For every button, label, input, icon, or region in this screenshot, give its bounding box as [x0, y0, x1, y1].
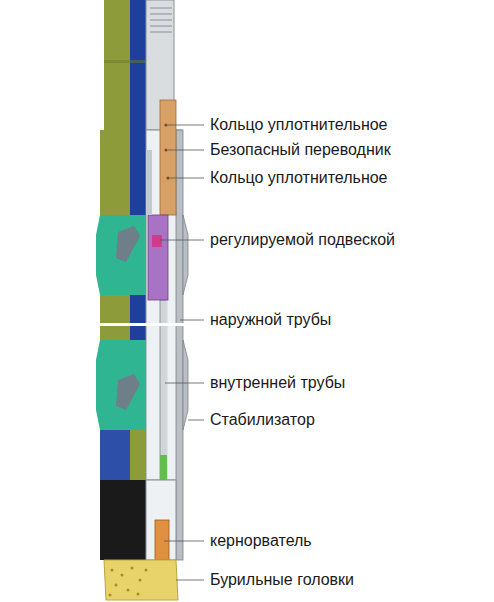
- outer-sub-blue: [130, 0, 146, 130]
- outer-tube-blue: [130, 130, 146, 215]
- part-label: Кольцо уплотнительное: [208, 169, 390, 187]
- part-label: Бурильные головки: [208, 571, 356, 589]
- stabilizer-edge: [183, 215, 188, 295]
- seal-ring: [164, 148, 167, 151]
- part-label: внутренней трубы: [208, 374, 347, 392]
- outer-tube-green: [100, 295, 130, 340]
- sub-groove: [104, 60, 146, 63]
- outer-sub-green: [104, 0, 130, 130]
- seal-ring: [164, 123, 167, 126]
- part-label: кернорватель: [208, 532, 314, 550]
- hanger-bearing: [152, 235, 162, 247]
- stabilizer-body: [96, 340, 146, 430]
- drill-bit: [104, 560, 178, 600]
- outer-tube-blue: [100, 430, 130, 480]
- outer-tube-blue: [130, 295, 146, 340]
- part-label: регулируемой подвеской: [208, 231, 397, 249]
- part-label: Стабилизатор: [208, 411, 317, 429]
- outer-tube-green: [130, 430, 146, 480]
- stabilizer-edge: [183, 340, 188, 430]
- inner-tube-stabilizer: [160, 455, 167, 480]
- thread-lines: [150, 8, 172, 32]
- inner-sub: [146, 150, 152, 215]
- stabilizer-body: [96, 215, 146, 295]
- core-catcher: [155, 520, 169, 560]
- outer-tube-wall: [176, 130, 183, 560]
- bit-sub-cutaway: [146, 480, 176, 560]
- part-label: Кольцо уплотнительное: [208, 116, 390, 134]
- section-break: [96, 323, 188, 326]
- leader-lines: [160, 125, 204, 580]
- part-label: наружной трубы: [208, 311, 333, 329]
- outer-tube-green: [100, 130, 130, 215]
- bit-inserts: [109, 567, 148, 597]
- adjustable-hanger: [148, 215, 168, 300]
- stabilizer-blade: [116, 226, 140, 262]
- bit-sub-black: [100, 480, 146, 560]
- seal-ring: [166, 176, 169, 179]
- part-label: Безопасный переводник: [208, 141, 393, 159]
- stabilizer-blade: [116, 374, 140, 410]
- safety-joint: [160, 100, 176, 215]
